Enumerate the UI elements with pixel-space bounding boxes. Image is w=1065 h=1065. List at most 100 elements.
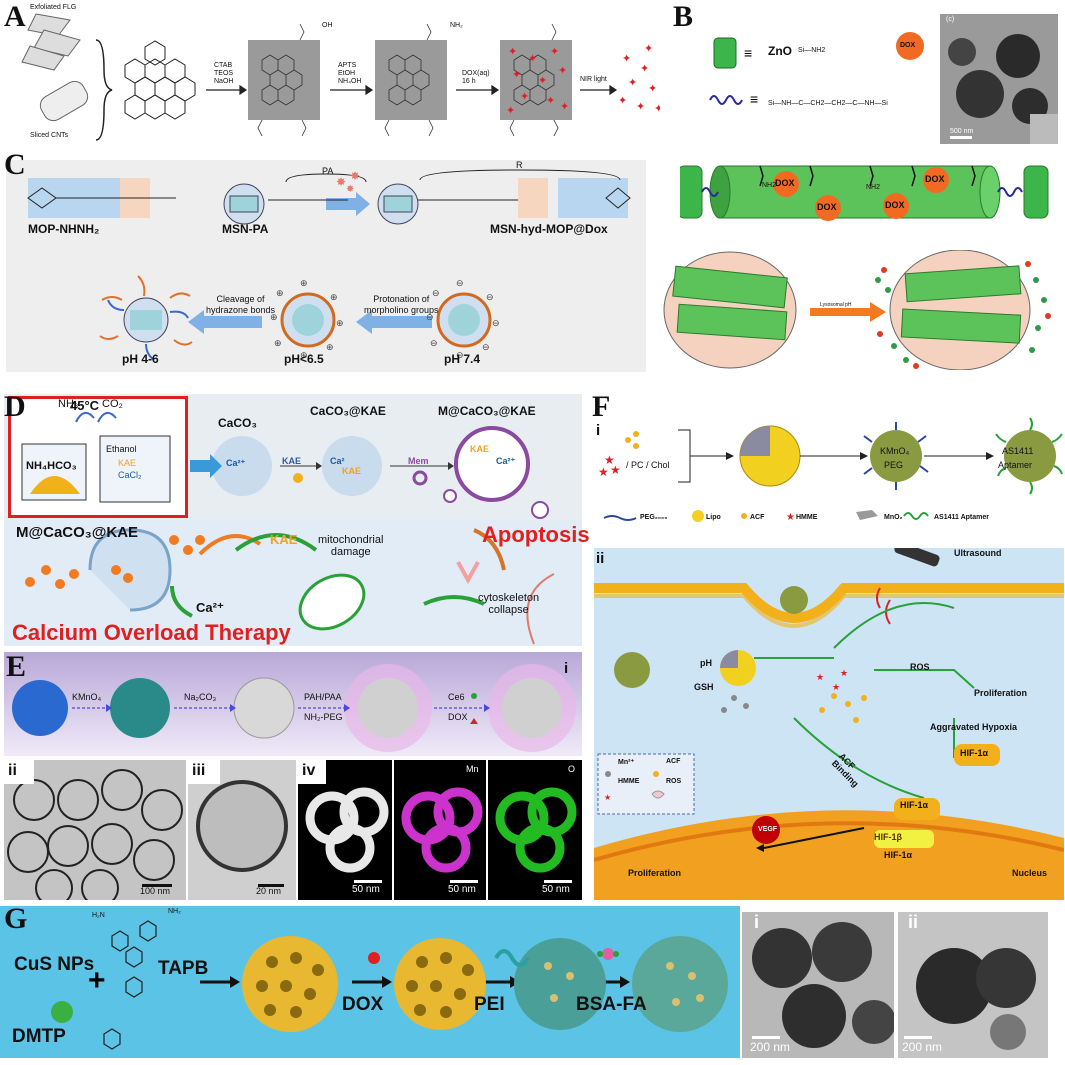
panel-d-scheme <box>4 411 582 646</box>
g-scale-ii: 200 nm <box>902 1040 943 1054</box>
g-sub-i: i <box>754 912 760 932</box>
zno-label: ZnO <box>768 44 792 58</box>
g-nh2: NH₂ <box>168 908 181 915</box>
g-sub-ii: ii <box>908 912 919 932</box>
proliferation-top: Proliferation <box>974 688 1028 698</box>
ph-label: pH <box>700 658 712 668</box>
panel-e-scheme <box>12 664 576 752</box>
ph2-label: pH<6.5 <box>284 352 324 366</box>
sliced-label: Sliced CNTs <box>30 132 69 139</box>
ca-label-m: Ca²⁺ <box>496 456 516 466</box>
kae-in-sphere: KAE <box>342 466 362 476</box>
f-sub-i: i <box>596 422 601 439</box>
calcium-therapy-label: Calcium Overload Therapy <box>12 620 291 645</box>
tem-scale: 500 nm <box>950 128 974 135</box>
svg-text:✦: ✦ <box>560 101 569 113</box>
svg-text:⊖: ⊖ <box>486 292 494 302</box>
hypoxia-label: Aggravated Hypoxia <box>930 722 1018 732</box>
svg-text:✦: ✦ <box>618 95 627 107</box>
gsh-label: GSH <box>694 682 714 692</box>
cus-label: CuS NPs <box>14 954 95 975</box>
tapb-label: TAPB <box>158 958 209 979</box>
proliferation-bottom: Proliferation <box>628 868 682 878</box>
svg-text:✸: ✸ <box>350 169 360 183</box>
g-dox-label: DOX <box>342 994 384 1015</box>
svg-text:✦: ✦ <box>508 46 517 58</box>
ultrasound-label: Ultrasound <box>954 548 1002 558</box>
panel-g-scheme: + <box>51 920 728 1050</box>
f-as1411: AS1411 <box>1002 446 1034 456</box>
key-ros: ROS <box>666 778 682 785</box>
dox-mark-1: DOX <box>775 178 795 188</box>
ca2-label: Ca² <box>330 456 345 466</box>
panel-b-tem-image <box>940 14 1058 144</box>
legend-mno2: MnO₂ <box>884 514 903 521</box>
g-h2n: H₂N <box>92 912 105 919</box>
svg-text:✸: ✸ <box>336 175 346 189</box>
pc-chol-label: / PC / Chol <box>626 460 670 470</box>
svg-text:⊕: ⊕ <box>330 292 338 302</box>
svg-text:✦: ✦ <box>512 69 521 81</box>
temp-label: 45°C <box>70 398 100 413</box>
svg-text:★: ★ <box>598 465 609 479</box>
nir-label: NIR light <box>580 76 607 83</box>
svg-text:★: ★ <box>604 453 615 467</box>
kae-lower: KAE <box>270 532 298 547</box>
svg-text:⊕: ⊕ <box>276 288 284 298</box>
e-o-map <box>488 760 582 900</box>
ph3-label: pH 7.4 <box>444 352 481 366</box>
dox-mark-2: DOX <box>817 202 837 212</box>
svg-text:★: ★ <box>840 668 848 678</box>
g-i-tem <box>742 912 894 1058</box>
kmno4-e: KMnO₄ <box>72 692 102 702</box>
svg-text:✦: ✦ <box>538 75 547 87</box>
svg-text:⊖: ⊖ <box>456 278 464 288</box>
ph1-label: pH 4-6 <box>122 352 159 366</box>
cacl2-label: CaCl₂ <box>118 470 142 480</box>
svg-text:+: + <box>88 964 106 997</box>
na2co3-label: Na₂CO₃ <box>184 692 217 702</box>
hif1a-top: HIF-1α <box>960 748 989 758</box>
key-acf: ACF <box>666 758 681 765</box>
nucleus-label: Nucleus <box>1012 868 1048 878</box>
e-mn-map <box>394 760 486 900</box>
e-sub-iv: iv <box>302 762 316 779</box>
panel-letter-f: F <box>592 390 611 423</box>
exfoliated-label: Exfoliated FLG <box>30 4 77 11</box>
svg-text:✦: ✦ <box>520 91 529 103</box>
dox-e-label: DOX <box>448 712 468 722</box>
svg-text:✦: ✦ <box>622 53 631 65</box>
scale-20: 20 nm <box>256 886 282 896</box>
dox-mark-3: DOX <box>885 200 905 210</box>
nh2peg-label: NH₂-PEG <box>304 712 343 722</box>
e-ii-tem <box>4 760 186 900</box>
hif1a-bottom: HIF-1α <box>884 850 913 860</box>
svg-text:✸: ✸ <box>346 184 354 195</box>
svg-text:★: ★ <box>786 512 795 523</box>
panel-letter-a: A <box>4 0 26 33</box>
r-bracket-label: R <box>516 160 523 170</box>
e-sub-ii: ii <box>8 762 17 779</box>
svg-text:✦: ✦ <box>628 77 637 89</box>
svg-text:✦: ✦ <box>636 101 645 113</box>
svg-text:⊕: ⊕ <box>270 312 278 322</box>
dox-legend: DOX <box>900 42 916 49</box>
g-pei-label: PEI <box>474 994 505 1015</box>
scale-50-c: 50 nm <box>542 884 570 895</box>
ethanol-label: Ethanol <box>106 444 137 454</box>
m-caco3-kae-label: M@CaCO₃@KAE <box>438 404 536 418</box>
legend-hmme: HMME <box>796 514 818 521</box>
dmtp-label: DMTP <box>12 1026 66 1047</box>
product-label: MSN-hyd-MOP@Dox <box>490 222 608 236</box>
caco3-kae-label: CaCO₃@KAE <box>310 404 386 418</box>
e-sub-i: i <box>564 660 569 677</box>
panel-a-scheme: ✦✦✦ ✦✦✦ ✦✦✦ ✦ ✦✦✦ ✦✦✦ ✦✦ <box>21 13 660 141</box>
msn-pa-label: MSN-PA <box>222 222 269 236</box>
legend-acf: ACF <box>750 514 765 521</box>
legend-lipo: Lipo <box>706 514 721 521</box>
nh4hco3-label: NH₄HCO₃ <box>26 460 77 472</box>
svg-text:≡: ≡ <box>750 91 758 107</box>
svg-text:★: ★ <box>604 793 611 802</box>
